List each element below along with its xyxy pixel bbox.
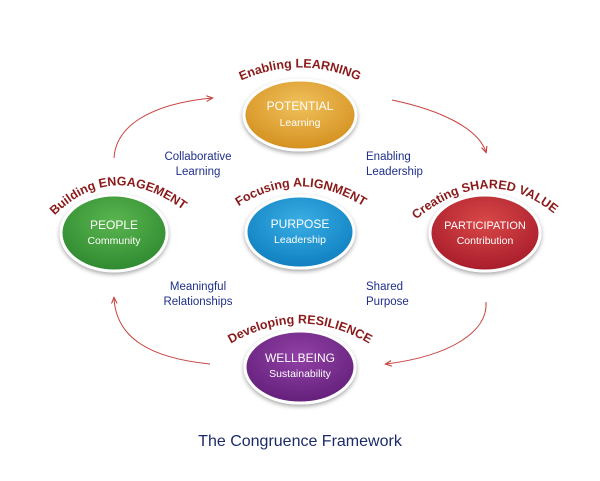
- node-purpose-subtitle: Leadership: [274, 234, 326, 246]
- link-label-top-left-2: Learning: [176, 166, 221, 178]
- node-potential: POTENTIAL Learning: [242, 78, 358, 152]
- cycle-arrow-right-bottom: [386, 301, 487, 364]
- node-potential-subtitle: Learning: [280, 117, 321, 129]
- node-purpose-title: PURPOSE: [271, 217, 330, 231]
- node-people: PEOPLE Community: [59, 193, 169, 273]
- cycle-arrow-left-top: [113, 98, 212, 159]
- node-wellbeing-subtitle: Sustainability: [269, 368, 332, 380]
- link-label-bottom-right-1: Shared: [366, 281, 403, 293]
- node-purpose: PURPOSE Leadership: [244, 194, 356, 270]
- link-label-top-left-1: Collaborative: [164, 151, 231, 163]
- node-participation-title: PARTICIPATION: [444, 220, 526, 232]
- node-people-subtitle: Community: [87, 235, 141, 247]
- link-label-bottom-left-1: Meaningful: [170, 281, 226, 293]
- node-potential-title: POTENTIAL: [267, 99, 334, 113]
- link-label-top-right-2: Leadership: [366, 166, 423, 178]
- node-wellbeing-title: WELLBEING: [265, 351, 335, 365]
- diagram-caption: The Congruence Framework: [198, 433, 402, 450]
- node-participation-subtitle: Contribution: [457, 235, 514, 247]
- link-label-bottom-right-2: Purpose: [366, 296, 409, 308]
- node-participation: PARTICIPATION Contribution: [428, 193, 542, 273]
- link-label-bottom-left-2: Relationships: [163, 296, 232, 308]
- cycle-arrow-bottom-left: [114, 298, 211, 365]
- link-label-top-right-1: Enabling: [366, 151, 411, 163]
- node-wellbeing: WELLBEING Sustainability: [243, 329, 357, 405]
- node-people-title: PEOPLE: [90, 218, 138, 232]
- cycle-arrow-top-right: [391, 99, 486, 152]
